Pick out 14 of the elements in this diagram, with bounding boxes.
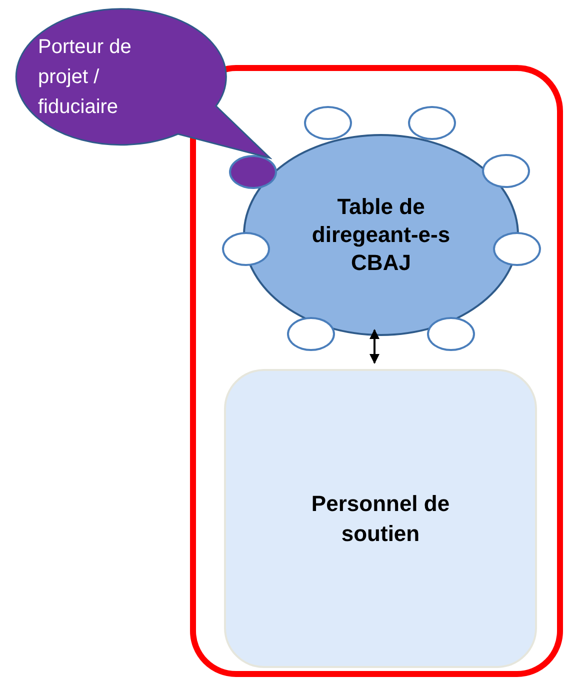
callout-text: Porteur de projet / fiduciaire (38, 35, 132, 120)
group-frame (190, 65, 563, 677)
chair-ellipse (408, 106, 456, 140)
chair-ellipse (493, 232, 541, 266)
chair-ellipse (222, 232, 270, 266)
chair-ellipse (427, 317, 475, 351)
double-arrow (370, 329, 380, 364)
chair-ellipse (482, 154, 530, 188)
table-label: Table de diregeant-e-s CBAJ (310, 193, 452, 277)
support-staff-box (224, 369, 537, 668)
chair-ellipse (287, 317, 335, 351)
chair-ellipse (229, 155, 277, 189)
chair-ellipse (304, 106, 352, 140)
box-label: Personnel de soutien (310, 490, 451, 548)
